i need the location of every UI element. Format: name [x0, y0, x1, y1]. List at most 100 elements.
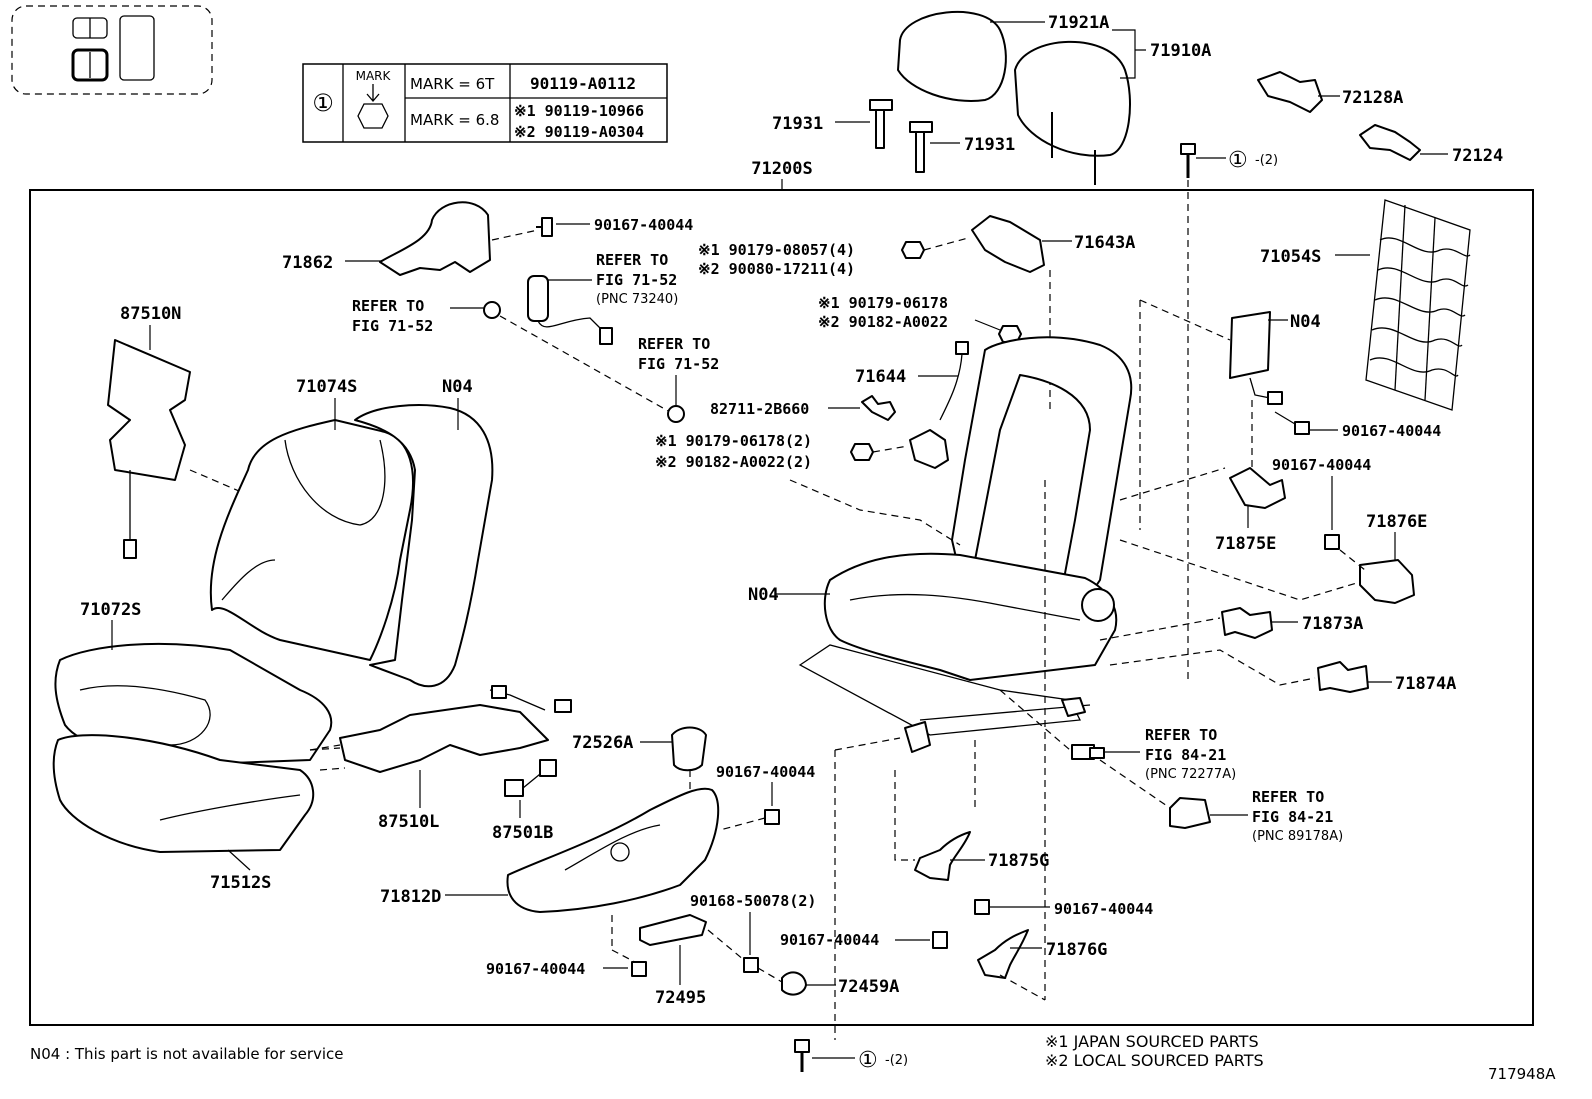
label-71931-right: 71931: [964, 135, 1015, 155]
label-90080-17211: ※2 90080-17211(4): [698, 260, 855, 278]
nut-90179-06178-2: [850, 443, 874, 461]
hex-bolt-icon: [357, 103, 389, 129]
hinge-cover-71862: [379, 201, 491, 276]
screw-90167-b2: [974, 899, 990, 915]
bolt-head-mark-icon: [366, 84, 380, 102]
refer-note-5-pnc: (PNC 89178A): [1252, 829, 1343, 844]
label-90167-top: 90167-40044: [594, 216, 693, 234]
label-82711-2b660: 82711-2B660: [710, 400, 809, 418]
label-90179-06178-2: ※1 90179-06178(2): [655, 432, 812, 450]
screw-90167-mid: [764, 809, 780, 825]
headrest-support-71931-right: [909, 121, 933, 173]
refer-note-4-pnc: (PNC 72277A): [1145, 767, 1236, 782]
label-87510n: 87510N: [120, 304, 181, 324]
headrest-71910a: [1014, 40, 1131, 185]
label-90167-b2: 90167-40044: [1054, 900, 1153, 918]
label-90182-a0022-2: ※2 90182-A0022(2): [655, 453, 812, 471]
mark-table: ① MARK MARK = 6T 90119-A0112 MARK = 6.8 …: [302, 63, 668, 143]
label-90167-mid: 90167-40044: [716, 763, 815, 781]
refer-note-5-line2: FIG 84-21: [1252, 808, 1333, 826]
legend-japan-sourced: ※1 JAPAN SOURCED PARTS: [1045, 1032, 1259, 1051]
circle-bottom: ①: [858, 1048, 878, 1073]
screw-90168: [743, 957, 759, 973]
label-71875g: 71875G: [988, 851, 1049, 871]
label-71921a: 71921A: [1048, 13, 1109, 33]
label-90179-08057: ※1 90179-08057(4): [698, 241, 855, 259]
cover-71876g: [977, 929, 1029, 979]
mark-table-circle-number: ①: [312, 89, 334, 117]
lever-72495: [639, 914, 707, 946]
screw-90167-top: [536, 217, 553, 237]
screw-90167-r2: [1324, 534, 1340, 550]
bracket-71874a: [1317, 661, 1369, 693]
refer-note-1-line2: FIG 71-52: [596, 271, 677, 289]
occupant-sensor-mat-87510n: [107, 339, 191, 481]
side-airbag-n04: [1229, 311, 1283, 405]
label-71644: 71644: [855, 367, 906, 387]
label-90167-bl: 90167-40044: [486, 960, 585, 978]
label-71910a: 71910A: [1150, 41, 1211, 61]
grommet-mid: [667, 405, 685, 423]
headrest-support-71931-left: [869, 99, 893, 149]
refer-note-5-line1: REFER TO: [1252, 788, 1324, 806]
assembly-label: 71200S: [751, 159, 812, 179]
mark-6t: MARK = 6T: [410, 75, 495, 93]
label-90167-b3: 90167-40044: [780, 931, 879, 949]
bolt-top-circle-1: [1180, 143, 1196, 178]
headrest-cover-71921a: [897, 10, 1007, 102]
label-90168-50078: 90168-50078(2): [690, 892, 816, 910]
label-72124: 72124: [1452, 146, 1503, 166]
label-71876g: 71876G: [1046, 940, 1107, 960]
label-71876e: 71876E: [1366, 512, 1427, 532]
label-71874a: 71874A: [1395, 674, 1456, 694]
seatback-pad-n04: [354, 404, 494, 688]
label-n04-right: N04: [1290, 312, 1321, 332]
label-90167-r1: 90167-40044: [1342, 422, 1441, 440]
seatback-cover-71074s: [209, 419, 414, 661]
figure-id: 717948A: [1488, 1065, 1556, 1083]
cover-71876e: [1359, 559, 1415, 604]
label-90182-a0022: ※2 90182-A0022: [818, 313, 948, 331]
label-90179-06178: ※1 90179-06178: [818, 294, 948, 312]
refer-note-1-line1: REFER TO: [596, 251, 668, 269]
cushion-cover-71072s: [54, 642, 333, 766]
grommet-left: [483, 301, 501, 319]
label-71862: 71862: [282, 253, 333, 273]
lever-knob-72526a: [671, 726, 707, 772]
label-71074s: 71074S: [296, 377, 357, 397]
label-71643a: 71643A: [1074, 233, 1135, 253]
clip-72128a: [1257, 71, 1323, 113]
refer-note-3-line2: FIG 71-52: [638, 355, 719, 373]
refer-note-2-line2: FIG 71-52: [352, 317, 433, 335]
mark-6-8-part-2: ※2 90119-A0304: [514, 123, 644, 141]
connector-72277a: [1071, 744, 1105, 760]
vehicle-locator-thumbnail: [11, 5, 213, 95]
mark-6-8: MARK = 6.8: [410, 111, 499, 129]
nut-90179-08057: [901, 241, 925, 259]
label-72495: 72495: [655, 988, 706, 1008]
seat-frame-n04: [798, 336, 1133, 753]
mark-6-8-part-1: ※1 90119-10966: [514, 102, 644, 120]
seat-belt-buckle: [527, 275, 613, 345]
recliner-71643a: [971, 215, 1045, 273]
refer-note-1-pnc: (PNC 73240): [596, 292, 678, 307]
harness-71644: [909, 341, 969, 469]
label-71873a: 71873A: [1302, 614, 1363, 634]
label-71072s: 71072S: [80, 600, 141, 620]
label-72459a: 72459A: [838, 977, 899, 997]
label-90167-r2: 90167-40044: [1272, 456, 1371, 474]
sensor-mat-87510l: [339, 704, 549, 773]
label-n04-frame: N04: [748, 585, 779, 605]
label-71512s: 71512S: [210, 873, 271, 893]
clip-72124: [1359, 124, 1421, 161]
label-n04-back: N04: [442, 377, 473, 397]
cushion-pad-71512s: [52, 734, 315, 853]
bracket-89178a: [1169, 797, 1211, 829]
legend-local-sourced: ※2 LOCAL SOURCED PARTS: [1045, 1051, 1264, 1070]
label-71812d: 71812D: [380, 887, 441, 907]
circle-top-qty: -(2): [1255, 153, 1278, 168]
circle-top: ①: [1228, 148, 1248, 173]
label-71931-left: 71931: [772, 114, 823, 134]
cover-71875e: [1229, 467, 1286, 509]
side-shield-71812d: [506, 787, 720, 913]
